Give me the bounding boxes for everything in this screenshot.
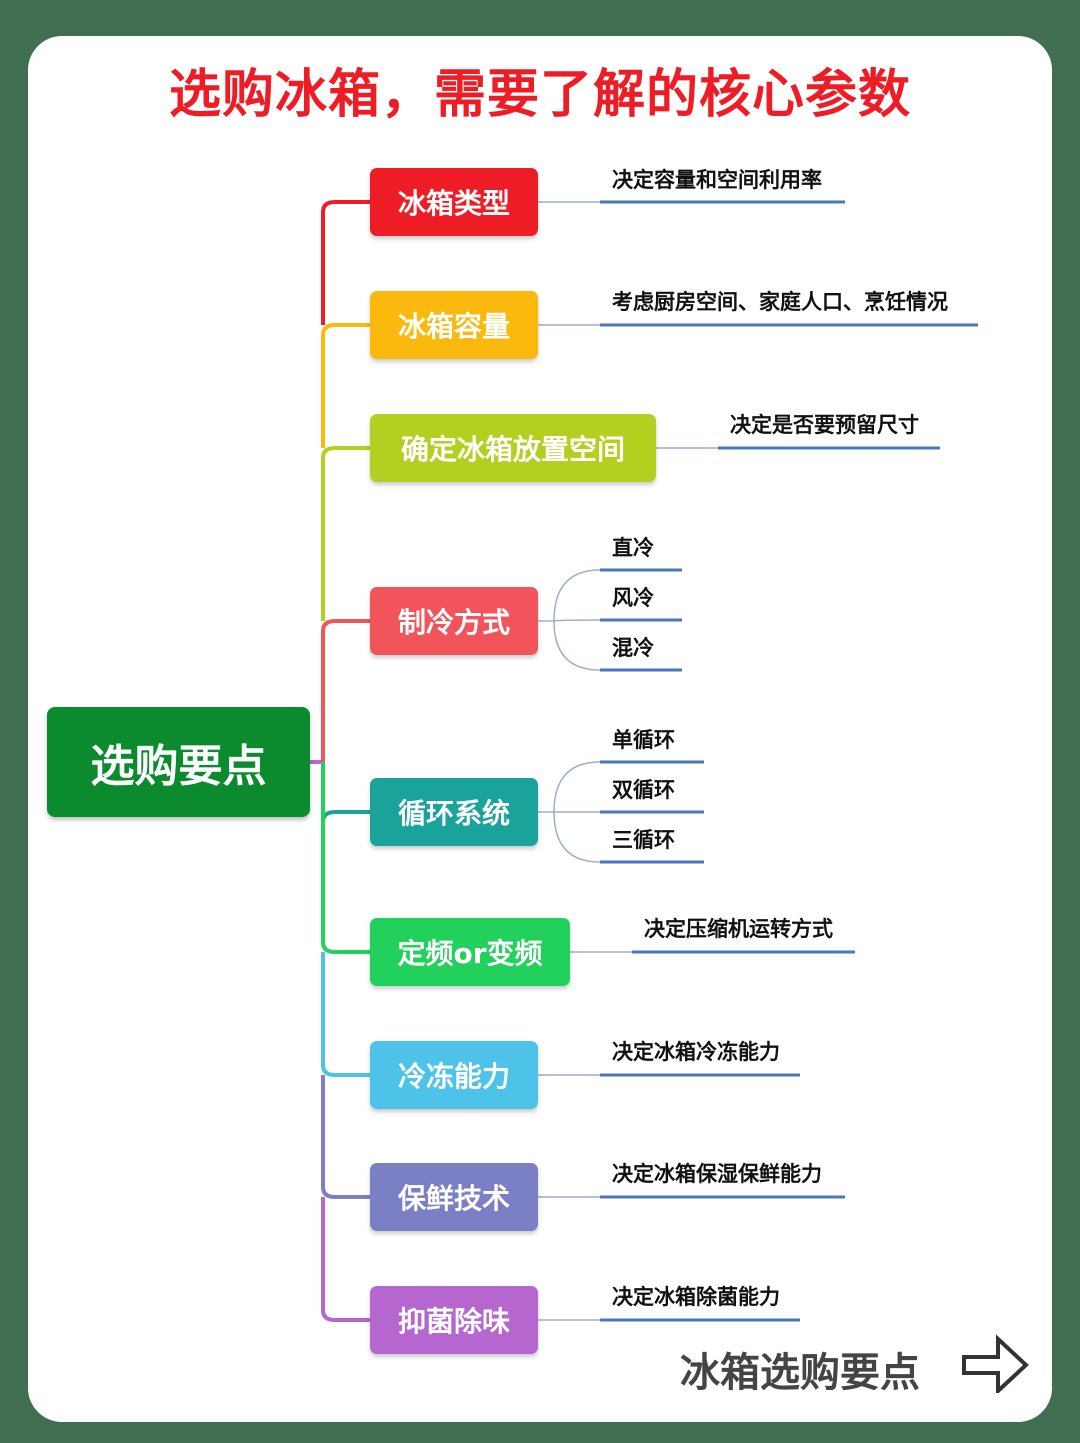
watermark-text: 冰箱选购要点 <box>680 1350 920 1390</box>
arrow-icon <box>962 1334 1029 1393</box>
leaf-text: 风冷 <box>612 586 654 610</box>
root-node: 选购要点 <box>47 707 310 817</box>
branch-node: 抑菌除味 <box>370 1286 538 1354</box>
branch-connector <box>321 1064 370 1077</box>
branch-node: 制冷方式 <box>370 587 538 655</box>
leaf-text: 决定压缩机运转方式 <box>644 917 833 941</box>
branch-connector <box>321 1186 370 1199</box>
leaf-connector <box>553 619 601 622</box>
branch-connector <box>321 941 370 954</box>
branch-node: 冷冻能力 <box>370 1041 538 1109</box>
branch-connector <box>321 446 370 459</box>
branch-node: 确定冰箱放置空间 <box>370 414 656 482</box>
leaf-text: 混冷 <box>612 636 654 660</box>
branch-node: 循环系统 <box>370 778 538 846</box>
leaf-text: 决定冰箱保湿保鲜能力 <box>612 1162 822 1186</box>
branch-node: 定频or变频 <box>370 918 570 986</box>
branch-node: 冰箱容量 <box>370 291 538 359</box>
leaf-text: 三循环 <box>612 828 675 852</box>
branch-node: 保鲜技术 <box>370 1163 538 1231</box>
leaf-text: 决定冰箱冷冻能力 <box>612 1040 780 1064</box>
page-title: 选购冰箱，需要了解的核心参数 <box>168 65 911 125</box>
branch-connector <box>321 1309 370 1322</box>
leaf-connector <box>553 620 601 671</box>
leaf-text: 单循环 <box>612 728 675 752</box>
leaf-text: 双循环 <box>612 778 675 802</box>
branch-node: 冰箱类型 <box>370 168 538 236</box>
leaf-connector <box>553 761 601 813</box>
leaf-text: 直冷 <box>612 536 654 560</box>
branch-connector <box>321 323 370 336</box>
leaf-connector <box>553 811 601 863</box>
branch-connector <box>321 619 370 632</box>
leaf-text: 考虑厨房空间、家庭人口、烹饪情况 <box>612 290 948 314</box>
branch-connector <box>321 200 370 213</box>
leaf-connector <box>553 569 601 622</box>
branch-connector <box>321 810 370 823</box>
leaf-text: 决定是否要预留尺寸 <box>730 413 919 437</box>
leaf-text: 决定容量和空间利用率 <box>612 168 822 192</box>
leaf-text: 决定冰箱除菌能力 <box>612 1285 780 1309</box>
